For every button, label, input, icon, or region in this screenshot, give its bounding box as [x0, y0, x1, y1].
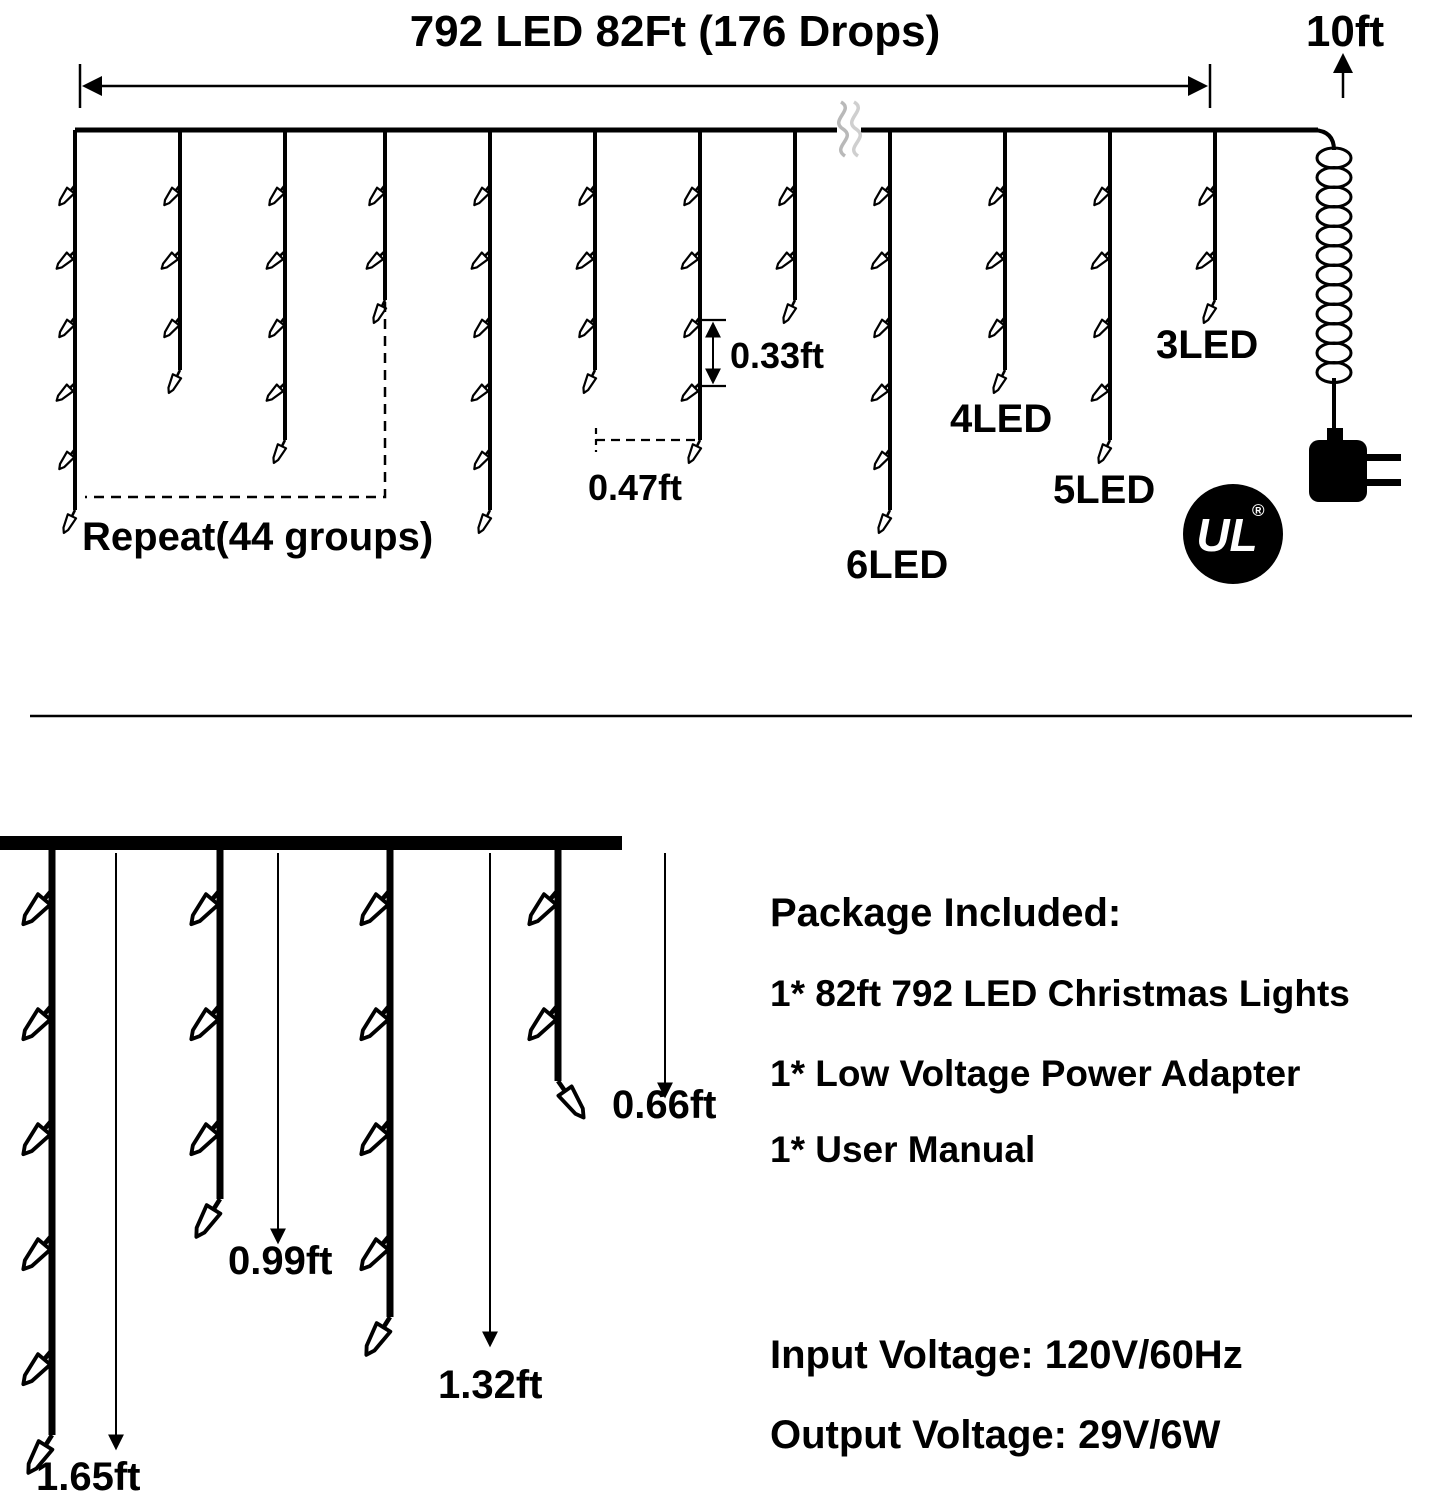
repeat-label: Repeat(44 groups) [82, 515, 433, 559]
mounting-bar [0, 836, 622, 850]
package-heading: Package Included: [770, 891, 1121, 935]
coil-loop [1315, 205, 1353, 228]
light-drop [157, 130, 186, 397]
led-bulb-icon [190, 1195, 227, 1241]
wire-break-squiggle [837, 100, 849, 158]
bottom-drops [17, 845, 590, 1477]
plug-body [1309, 440, 1367, 502]
input-voltage: Input Voltage: 120V/60Hz [770, 1333, 1243, 1377]
light-drop [185, 845, 227, 1241]
drop-length-label-099: 0.99ft [228, 1239, 333, 1283]
led-bulb-icon [988, 366, 1011, 397]
led-bulb-icon [1093, 436, 1116, 467]
ul-logo: UL ® [1183, 484, 1283, 584]
light-drop [17, 845, 59, 1477]
power-plug-icon [1309, 428, 1401, 502]
wire-break-squiggle [850, 100, 862, 158]
drop-length-label-165: 1.65ft [36, 1455, 141, 1499]
drop-type-label-5led: 5LED [1053, 468, 1155, 512]
led-bulb-icon [360, 1313, 397, 1359]
led-bulb-icon [163, 366, 186, 397]
light-drop [1087, 130, 1116, 467]
ul-logo-registered: ® [1252, 501, 1265, 520]
wire-break-icon [837, 100, 862, 158]
coil-loop [1315, 263, 1353, 287]
drop-length-label-066: 0.66ft [612, 1083, 717, 1127]
coil-loop [1315, 341, 1353, 365]
coil-loop [1315, 283, 1353, 306]
repeat-boundary [85, 302, 387, 499]
bottom-diagram: 0.66ft 0.99ft 1.32ft 1.65ft [0, 836, 717, 1499]
light-drop [1192, 130, 1221, 327]
coil-loop [1315, 224, 1353, 248]
bulb-spacing-dimension: 0.33ft [700, 318, 824, 388]
package-item-2: 1* Low Voltage Power Adapter [770, 1053, 1300, 1094]
package-info: Package Included: 1* 82ft 792 LED Christ… [770, 891, 1350, 1170]
light-drop [772, 130, 801, 327]
coil-loop [1315, 166, 1353, 189]
light-drop [677, 130, 706, 467]
drop-length-label-132: 1.32ft [438, 1363, 543, 1407]
light-drop [362, 130, 391, 327]
led-bulb-icon [778, 296, 801, 327]
light-drop [523, 845, 590, 1122]
light-drop [52, 130, 81, 537]
coil-loop [1315, 185, 1353, 209]
light-drop [982, 130, 1011, 397]
ul-logo-circle [1183, 484, 1283, 584]
package-item-3: 1* User Manual [770, 1129, 1035, 1170]
light-drop [467, 130, 496, 537]
led-bulb-icon [578, 366, 601, 397]
drop-spacing-dimension: 0.47ft [588, 428, 698, 508]
power-coil-icon [1315, 146, 1353, 384]
drop-length-labels: 0.66ft 0.99ft 1.32ft 1.65ft [36, 1083, 717, 1499]
led-bulb-icon [551, 1076, 590, 1122]
coil-loop [1315, 146, 1353, 170]
coil-loop [1315, 322, 1353, 345]
drop-type-label-4led: 4LED [950, 397, 1052, 441]
led-bulb-icon [1198, 296, 1221, 327]
coil-loop [1315, 302, 1353, 326]
drop-length-dimensions [108, 853, 673, 1451]
bulb-spacing-label: 0.33ft [730, 335, 824, 376]
led-bulb-icon [58, 506, 81, 537]
package-item-1: 1* 82ft 792 LED Christmas Lights [770, 973, 1350, 1014]
light-drop [867, 130, 896, 537]
top-drops [52, 130, 1221, 537]
led-bulb-icon [473, 506, 496, 537]
led-bulb-icon [268, 436, 291, 467]
led-bulb-icon [873, 506, 896, 537]
lead-length-label: 10ft [1306, 7, 1385, 56]
plug-prong [1365, 454, 1401, 461]
plug-prong [1365, 479, 1401, 486]
drop-type-labels: 3LED 4LED 5LED 6LED [846, 323, 1258, 587]
led-bulb-icon [683, 436, 706, 467]
ul-logo-text: UL [1196, 509, 1257, 561]
drop-type-label-6led: 6LED [846, 543, 948, 587]
top-diagram: 792 LED 82Ft (176 Drops) 10ft Repeat(44 … [52, 7, 1401, 587]
drop-spacing-label: 0.47ft [588, 467, 682, 508]
coil-loop [1315, 244, 1353, 267]
output-voltage: Output Voltage: 29V/6W [770, 1413, 1221, 1457]
light-drop [572, 130, 601, 397]
light-drop [355, 845, 397, 1359]
diagram-title: 792 LED 82Ft (176 Drops) [410, 7, 941, 56]
span-dimension [78, 64, 1212, 108]
drop-type-label-3led: 3LED [1156, 323, 1258, 367]
specs: Input Voltage: 120V/60Hz Output Voltage:… [770, 1333, 1243, 1457]
light-drop [262, 130, 291, 467]
